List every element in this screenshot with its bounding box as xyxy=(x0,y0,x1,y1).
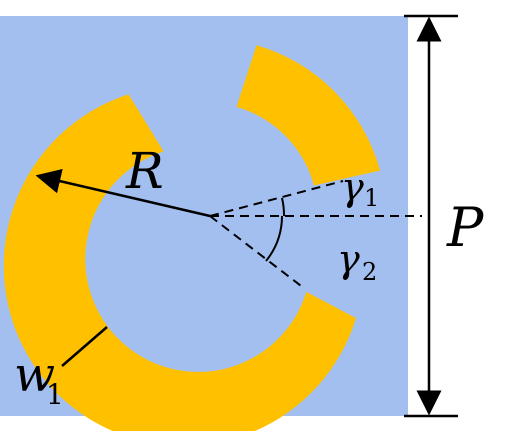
width-label-sub: 1 xyxy=(46,378,64,411)
gamma1-dashed-line xyxy=(209,180,344,217)
gamma1-angle-arc xyxy=(281,197,286,217)
radius-label: R xyxy=(125,142,164,200)
period-label: P xyxy=(446,196,485,259)
radius-arrow xyxy=(35,168,211,218)
ring-small-arc xyxy=(236,45,381,186)
width-leader-line xyxy=(61,326,108,367)
gamma2-angle-arc xyxy=(265,215,283,262)
gamma2-label-sub: 2 xyxy=(362,258,377,286)
width-label-base: w xyxy=(14,347,55,403)
gamma1-label-sub: 1 xyxy=(364,184,379,212)
ring-main-arc xyxy=(3,94,356,436)
gamma2-label-base: γ xyxy=(337,237,360,281)
gamma1-label-base: γ xyxy=(341,165,364,209)
gamma2-dashed-line xyxy=(209,215,306,290)
